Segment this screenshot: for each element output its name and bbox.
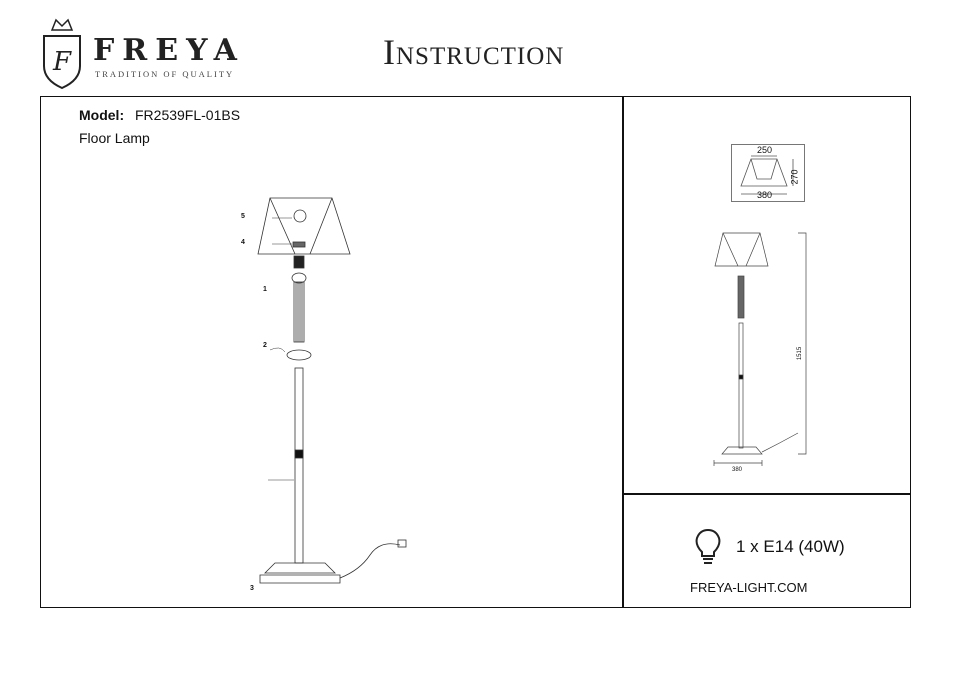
model-label: Model: (79, 107, 125, 123)
lamp-dimension-diagram (713, 232, 807, 466)
model-number: FR2539FL-01BS (135, 107, 241, 123)
content-frame (40, 96, 911, 608)
callout-4: 4 (241, 239, 245, 246)
shade-bottom-dim: 380 (757, 190, 773, 200)
shade-top-dim: 250 (757, 145, 773, 155)
callout-3: 3 (250, 585, 254, 592)
total-height-dim: 1515 (797, 346, 804, 361)
light-bulb-icon (695, 528, 721, 564)
bulb-spec: 1 x E14 (40W) (736, 537, 845, 556)
product-type: Floor Lamp (79, 130, 150, 146)
callout-2: 2 (263, 342, 267, 349)
page-title: Instruction (383, 32, 565, 72)
callout-1: 1 (263, 286, 267, 293)
divider (622, 96, 624, 608)
website-link[interactable]: FREYA-LIGHT.COM (690, 580, 808, 595)
brand-tagline: TRADITION OF QUALITY (95, 69, 235, 79)
base-width-dim: 380 (732, 467, 743, 473)
shade-dimension-diagram (731, 144, 805, 202)
freya-logo-icon: F (43, 18, 81, 90)
callout-5: 5 (241, 213, 245, 220)
brand-name: FREYA (93, 33, 245, 68)
lamp-assembly-diagram (257, 197, 407, 584)
divider (622, 493, 911, 495)
shade-height-dim: 270 (789, 169, 800, 185)
svg-text:F: F (52, 47, 72, 77)
